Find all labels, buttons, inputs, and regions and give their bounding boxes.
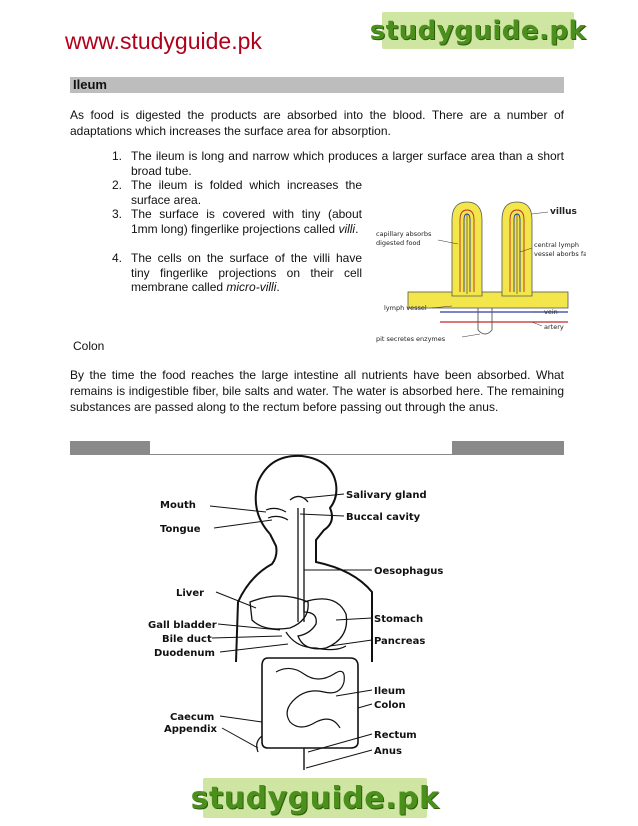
label-capillary-line1: capillary absorbs <box>376 230 432 238</box>
label-appendix: Appendix <box>164 724 218 735</box>
divider-bar-right <box>452 441 564 455</box>
label-pancreas: Pancreas <box>374 636 425 647</box>
list-number: 1. <box>112 149 122 164</box>
ileum-intro: As food is digested the products are abs… <box>70 107 564 139</box>
label-oesophagus: Oesophagus <box>374 566 443 577</box>
label-capillary-line2: digested food <box>376 239 421 247</box>
label-ileum: Ileum <box>374 686 405 697</box>
divider-bar-left <box>70 441 150 455</box>
label-caecum: Caecum <box>170 712 214 723</box>
label-vein: vein <box>544 308 558 316</box>
list-text: The ileum is long and narrow which produ… <box>131 149 564 178</box>
label-tongue: Tongue <box>160 524 201 535</box>
label-artery: artery <box>544 323 564 331</box>
digestive-system-diagram: Mouth Tongue Salivary gland Buccal cavit… <box>140 452 460 772</box>
section-header-bar <box>70 77 564 93</box>
studyguide-logo-footer: studyguide.pk <box>203 778 427 818</box>
site-url[interactable]: www.studyguide.pk <box>65 28 262 55</box>
list-number: 4. <box>112 251 122 266</box>
label-villus: villus <box>550 207 577 217</box>
villi-diagram: villus capillary absorbs digested food c… <box>370 192 586 344</box>
list-number: 2. <box>112 178 122 193</box>
label-duodenum: Duodenum <box>154 648 215 659</box>
label-colon: Colon <box>374 700 406 711</box>
label-bile-duct: Bile duct <box>162 634 212 645</box>
label-salivary-gland: Salivary gland <box>346 490 427 501</box>
label-buccal-cavity: Buccal cavity <box>346 512 421 523</box>
label-anus: Anus <box>374 746 402 757</box>
label-mouth: Mouth <box>160 500 196 511</box>
label-gall-bladder: Gall bladder <box>148 620 217 631</box>
label-stomach: Stomach <box>374 614 423 625</box>
term-villi: villi <box>338 222 355 236</box>
label-lymph-vessel: lymph vessel <box>384 304 427 312</box>
logo-text: studyguide.pk <box>191 781 440 816</box>
list-number: 3. <box>112 207 122 222</box>
term-micro-villi: micro-villi <box>226 280 276 294</box>
logo-text: studyguide.pk <box>370 16 587 46</box>
list-text: The cells on the surface of the villi ha… <box>131 251 362 295</box>
list-text: The ileum is folded which increases the … <box>131 178 362 207</box>
list-text: The surface is covered with tiny (about … <box>131 207 362 236</box>
label-rectum: Rectum <box>374 730 417 741</box>
section-title-ileum: Ileum <box>73 77 107 93</box>
label-liver: Liver <box>176 588 204 599</box>
colon-paragraph: By the time the food reaches the large i… <box>70 367 564 415</box>
label-lymph-line2: vessel aborbs fats <box>534 250 586 258</box>
section-title-colon: Colon <box>73 339 104 353</box>
studyguide-logo: studyguide.pk <box>382 12 574 49</box>
label-pit: pit secretes enzymes <box>376 335 446 343</box>
label-lymph-line1: central lymph <box>534 241 579 249</box>
